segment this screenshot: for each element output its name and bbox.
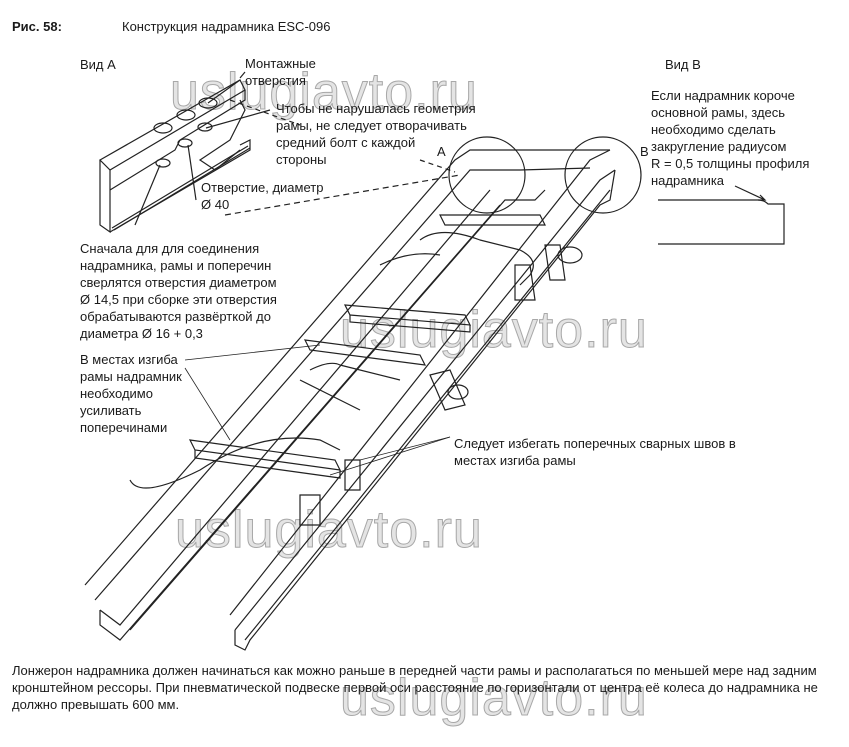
crossmembers	[129, 214, 546, 489]
spring-brackets	[299, 244, 583, 526]
footer-text: Лонжерон надрамника должен начинаться ка…	[12, 663, 818, 712]
watermark: uslugiavto.ru	[175, 501, 483, 560]
watermark: uslugiavto.ru	[170, 63, 478, 122]
view-b-note: Если надрамник короче основной рамы, зде…	[651, 88, 810, 188]
marker-a: A	[437, 144, 446, 159]
welds-note: Следует избегать поперечных сварных швов…	[454, 436, 736, 468]
middle-bolt-note: Чтобы не нарушалась геометрия рамы, не с…	[276, 101, 476, 167]
figure-label: Рис. 58:	[12, 19, 62, 34]
detail-circle-a	[448, 136, 526, 214]
view-b-profile	[658, 199, 785, 245]
mounting-holes-label: Монтажные отверстия	[245, 56, 316, 88]
bends-note: В местах изгиба рамы надрамник необходим…	[80, 352, 182, 435]
watermark: uslugiavto.ru	[340, 669, 648, 728]
figure-title: Конструкция надрамника ESC-096	[122, 19, 331, 34]
view-a-detail	[99, 71, 461, 234]
detail-circle-b	[564, 136, 642, 214]
hole-diameter-label: Отверстие, диаметр Ø 40	[201, 180, 324, 212]
leader-lines	[184, 344, 451, 476]
marker-b: B	[640, 144, 649, 159]
drilling-note: Сначала для для соединения надрамника, р…	[80, 241, 277, 341]
frame-rails	[84, 149, 616, 651]
view-a-label: Вид А	[80, 57, 116, 72]
view-b-label: Вид В	[665, 57, 701, 72]
